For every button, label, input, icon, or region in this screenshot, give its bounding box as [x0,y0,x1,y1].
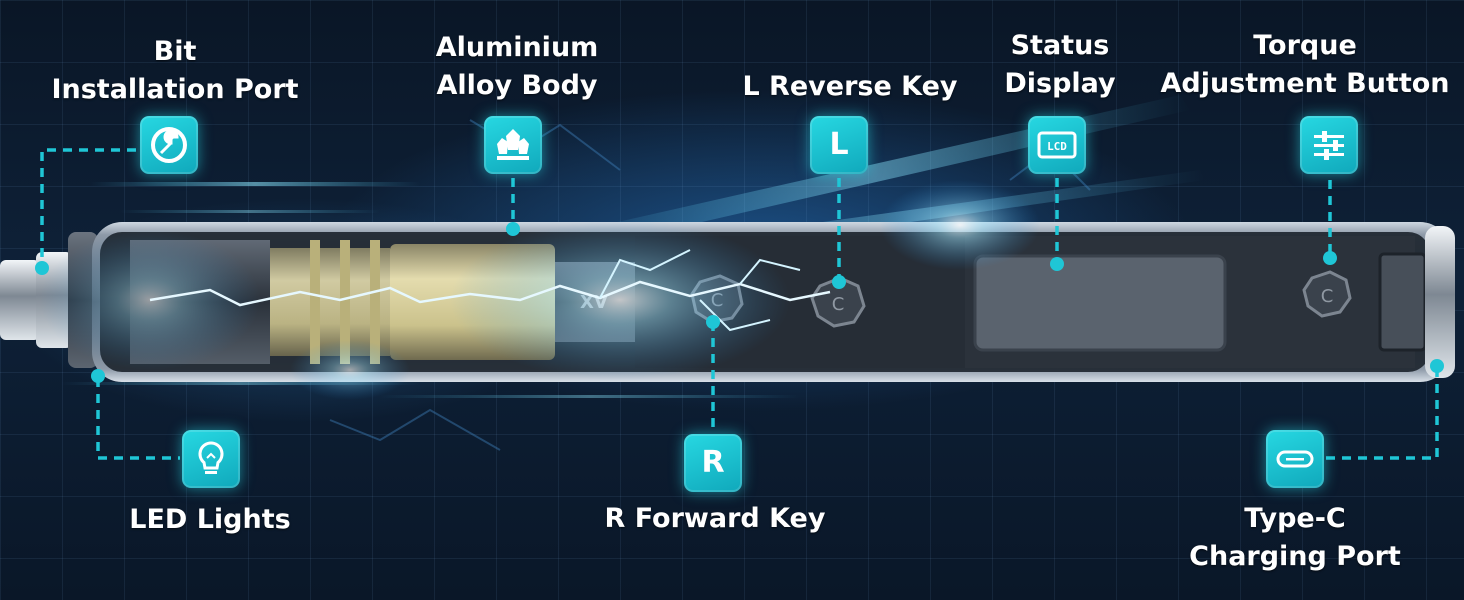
torque-button-label: Torque Adjustment Button [1160,30,1450,99]
torque-adjustment-button: C [1302,270,1352,318]
led-lights-label: LED Lights [129,504,291,535]
reverse-letter: L [829,127,849,162]
bit-port-badge [140,116,198,174]
type-c-label: Type-C Charging Port [1189,503,1401,572]
torque-badge [1300,116,1358,174]
reverse-key-button: C [810,276,866,328]
forward-key-badge: R [684,434,742,492]
forward-key-label: R Forward Key [604,503,826,534]
electric-arcs [40,180,1040,400]
svg-text:LCD: LCD [1047,140,1067,153]
svg-text:C: C [832,294,845,315]
body-label: Aluminium Alloy Body [435,32,599,101]
svg-text:C: C [1321,286,1334,307]
reverse-key-label: L Reverse Key [742,71,958,102]
callout-connectors [40,148,1439,460]
sliders-icon [1314,131,1344,160]
status-display-badge: LCD [1028,116,1086,174]
handle-section [965,226,1455,378]
reverse-key-badge: L [810,116,868,174]
connector-dots [35,222,1444,383]
status-display-window [973,254,1227,352]
bit-port-label: Bit Installation Port [51,36,299,105]
crystal-icon [497,129,529,160]
forward-letter: R [701,445,725,480]
type-c-badge [1266,430,1324,488]
wrench-icon [151,127,187,163]
lcd-icon: LCD [1037,131,1077,159]
usb-c-icon [1276,450,1314,468]
body-badge [484,116,542,174]
led-lights-badge [182,430,240,488]
status-display-label: Status Display [1004,30,1116,99]
lightbulb-icon [198,441,224,474]
